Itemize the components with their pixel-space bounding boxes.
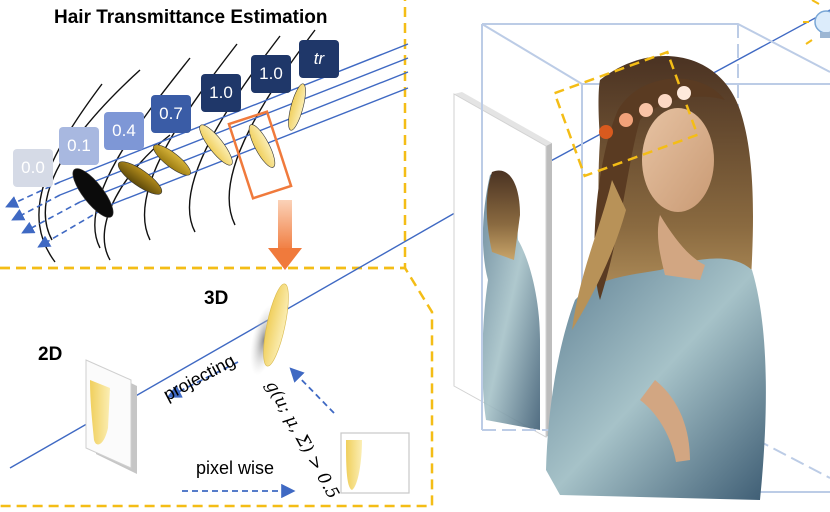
label-2d: 2D: [38, 344, 63, 365]
selected-gaussian-box: [227, 110, 293, 200]
bottom-panel-border: [0, 266, 434, 508]
label-3d: 3D: [204, 288, 229, 309]
gaussian-3d: [263, 283, 289, 367]
gaussian-black: [72, 168, 114, 218]
badge-tr: tr: [299, 40, 339, 78]
image-plane-2d: [85, 359, 137, 474]
face: [642, 108, 714, 212]
label-pixel-wise: pixel wise: [196, 458, 275, 478]
pixel-patch: [340, 432, 410, 494]
woman-figure: [546, 56, 766, 500]
figure-title: Hair Transmittance Estimation: [54, 7, 328, 28]
gaussian-olive: [153, 144, 191, 176]
mirror-panel: [453, 92, 552, 438]
gaussian-gold-1: [199, 124, 233, 166]
light-bulb-icon: [803, 0, 830, 45]
badge-5: 1.0: [251, 55, 291, 93]
badge-4: 1.0: [201, 74, 241, 112]
dashed-arrows: [166, 361, 335, 499]
badge-3: 0.7: [151, 95, 191, 133]
dress: [546, 258, 766, 500]
gaussian-ellipsoids: [72, 83, 306, 218]
down-arrow: [268, 200, 302, 270]
hair-strand-left: [572, 180, 626, 330]
neck: [657, 215, 705, 280]
badge-1: 0.1: [59, 127, 99, 165]
badge-0: 0.0: [13, 149, 53, 187]
arm: [640, 380, 690, 462]
sample-points: [599, 86, 691, 139]
gaussian-gold-2: [248, 124, 276, 168]
hair-front: [594, 78, 725, 300]
gaussian-gold-3: [288, 83, 306, 131]
gaussian-dark-brown: [117, 161, 163, 195]
badge-2: 0.4: [104, 112, 144, 150]
